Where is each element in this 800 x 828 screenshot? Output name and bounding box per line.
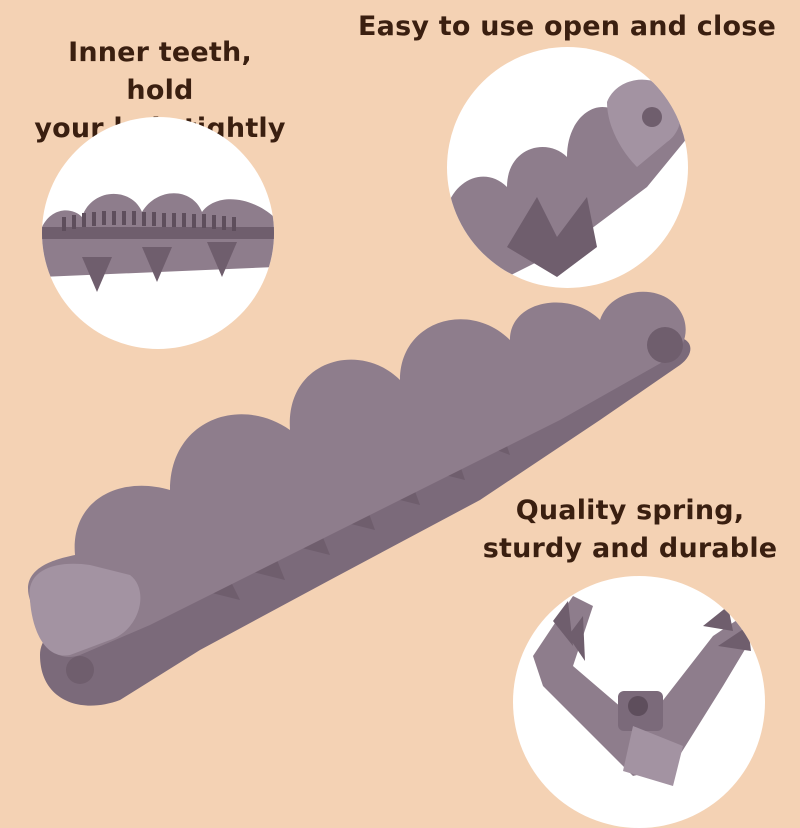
clip-hinge (647, 327, 683, 363)
hair-clip-main-image (28, 291, 691, 706)
clip-front-nose (29, 563, 141, 656)
quality-spring-caption: Quality spring, sturdy and durable (480, 492, 780, 568)
open-close-caption: Easy to use open and close (358, 11, 776, 42)
open-close-closeup-image (447, 79, 688, 277)
spring-closeup (513, 576, 765, 828)
spring-closeup-image (533, 596, 753, 786)
quality-spring-caption-line-2: sturdy and durable (482, 533, 778, 564)
clip-upper-body (28, 291, 686, 657)
clip-hinge-rear (66, 656, 94, 684)
open-close-closeup (447, 47, 688, 288)
quality-spring-caption-line-1: Quality spring, (515, 495, 745, 526)
inner-teeth-caption-line-1: Inner teeth, hold (68, 37, 252, 106)
inner-teeth-closeup (42, 117, 274, 349)
inner-teeth-closeup-image (42, 193, 274, 292)
